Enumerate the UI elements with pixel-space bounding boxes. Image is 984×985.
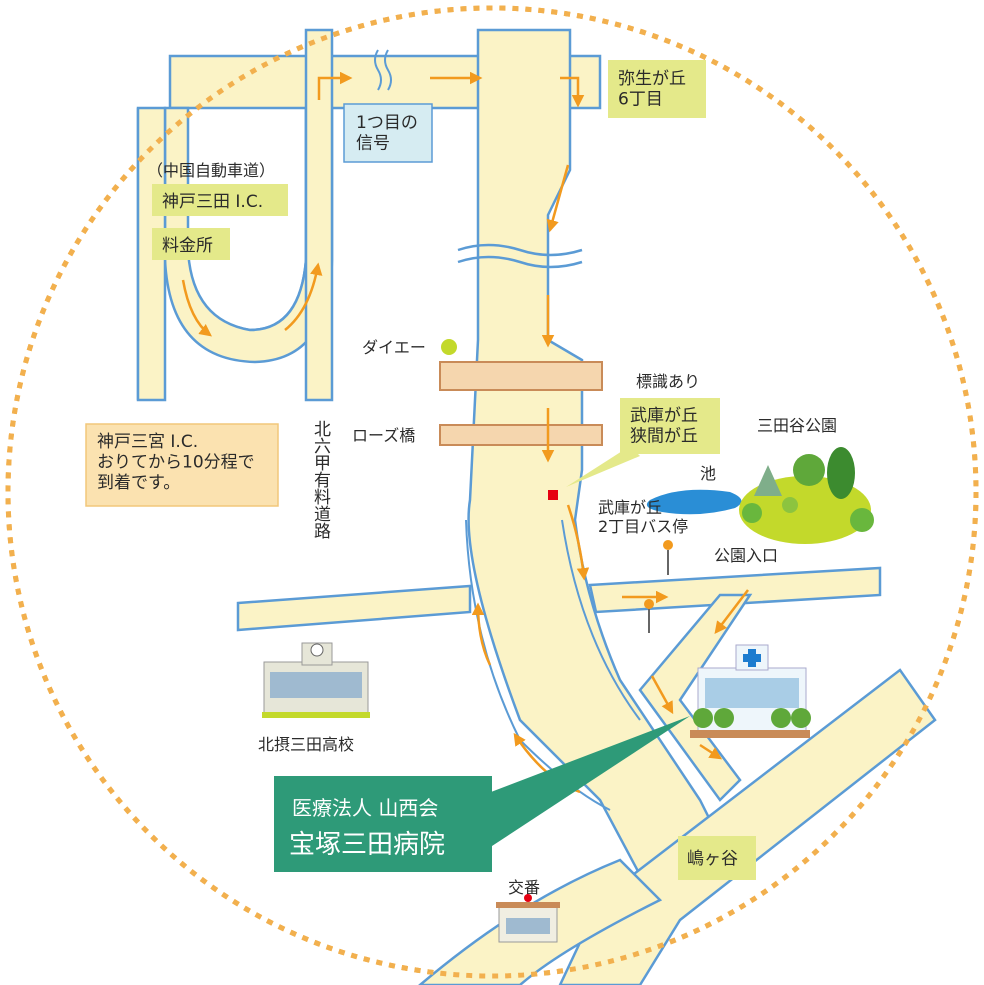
road-crossroad-west-east	[236, 584, 472, 632]
police-box-lamp	[524, 894, 532, 902]
tree-icon	[742, 503, 762, 523]
direction-arrow-icon	[650, 675, 674, 715]
direction-arrow-icon	[714, 589, 749, 634]
direction-arrow-icon	[566, 504, 590, 581]
mukogaoka-sign-label: 武庫が丘狭間が丘	[630, 406, 698, 446]
direction-arrow-icon	[181, 279, 212, 337]
bus-stop-sign-2	[644, 599, 654, 609]
tollgate-chip	[152, 228, 230, 260]
daiei-label: ダイエー	[362, 338, 426, 357]
sign-marker-icon	[548, 490, 558, 500]
school-building-icon	[262, 642, 370, 718]
road-hospital-diagonal	[638, 593, 753, 802]
hospital-cross-h	[743, 654, 761, 662]
sandaya-park-label: 三田谷公園	[757, 416, 837, 435]
tree-icon	[771, 708, 791, 728]
mukogaoka-sign-chip	[620, 398, 720, 454]
first-signal-chip	[343, 103, 433, 163]
park-trees	[739, 447, 874, 544]
pond-icon	[646, 489, 742, 515]
road-break-wave-top	[374, 49, 392, 91]
toll-road-vertical-label: 北六甲有料道路	[310, 420, 331, 539]
daiei-dot-icon	[441, 339, 457, 355]
road-break-wave-mid	[457, 243, 583, 269]
tree-icon	[827, 447, 855, 499]
kobe-note-chip	[85, 423, 279, 507]
hospital-windows	[705, 678, 799, 708]
direction-arrow-icon	[284, 262, 323, 331]
school-base	[262, 712, 370, 718]
roads	[136, 28, 937, 985]
hospital-callout-pointer	[470, 716, 690, 846]
hospital-label-box	[274, 776, 492, 872]
expressway-name-label: （中国自動車道）	[147, 161, 275, 180]
tree-icon	[782, 497, 798, 513]
hospital-corp-label: 医療法人 山西会	[292, 796, 438, 820]
police-box-window	[506, 918, 550, 934]
pond-label: 池	[700, 464, 716, 483]
tree-icon	[693, 708, 713, 728]
ic-name-label: 神戸三田 I.C.	[162, 192, 263, 212]
yayoigaoka-chip	[608, 60, 706, 118]
bridge-roses	[439, 424, 603, 446]
direction-arrow-icon	[471, 602, 492, 666]
roses-bridge-label: ローズ橋	[352, 426, 415, 445]
first-signal-label: 1つ目の信号	[356, 113, 418, 153]
tree-icon	[754, 465, 782, 496]
map-boundary-circle-overlay	[5, 5, 979, 979]
park-entrance-label: 公園入口	[714, 546, 778, 565]
school-label: 北摂三田高校	[258, 735, 354, 754]
direction-arrow-icon	[560, 76, 585, 108]
sign-pointer	[566, 446, 640, 487]
hospital-building-icon	[690, 644, 811, 738]
kobe-note-label: 神戸三宮 I.C.おりてから10分程で到着です。	[97, 432, 255, 493]
shimagaya-chip	[678, 836, 756, 880]
bridge-daiei-overpass	[439, 361, 603, 391]
bus-stop-icon	[644, 599, 654, 633]
bus-stop-sign	[663, 540, 673, 550]
police-box-label: 交番	[508, 878, 540, 897]
road-kitarokko-toll	[304, 28, 334, 402]
school-clock-icon	[310, 643, 324, 657]
tollgate-label: 料金所	[162, 236, 213, 256]
police-box-icon	[496, 894, 560, 943]
hospital-name-label: 宝塚三田病院	[289, 830, 445, 860]
shimagaya-label: 嶋ヶ谷	[687, 849, 738, 869]
road-ic-left-lane	[136, 106, 167, 402]
hospital-base	[690, 730, 810, 738]
direction-arrow-icon	[317, 71, 353, 100]
direction-arrow-icon	[699, 743, 723, 760]
toll-road-vertical-text: 北六甲有料道路	[310, 420, 331, 539]
bus-stop-icon	[663, 540, 673, 575]
road-lane-line-2	[561, 519, 641, 721]
tree-icon	[791, 708, 811, 728]
school-windows	[270, 672, 362, 698]
direction-arrow-icon	[546, 164, 570, 233]
tree-icon	[793, 454, 825, 486]
sign-present-label: 標識あり	[636, 372, 700, 391]
tree-icon	[714, 708, 734, 728]
tree-icon	[850, 508, 874, 532]
ic-chip	[152, 184, 288, 216]
police-box-roof	[496, 902, 560, 908]
